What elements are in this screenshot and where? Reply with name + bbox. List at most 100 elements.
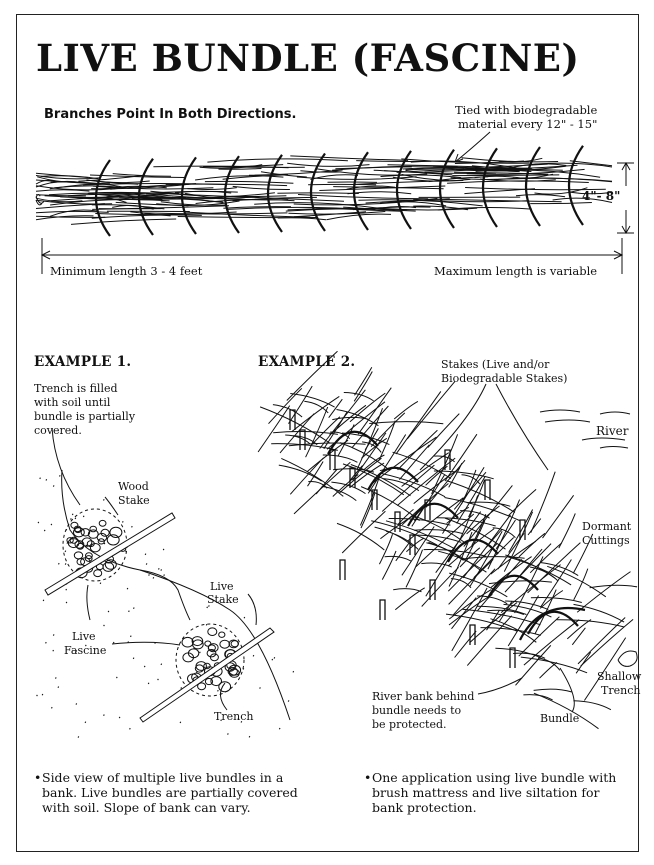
brush-stroke xyxy=(331,482,365,494)
soil-dot xyxy=(272,659,273,660)
trench-note-line2: with soil until xyxy=(34,396,110,409)
live-stake xyxy=(140,628,274,722)
soil-dot xyxy=(113,642,114,643)
soil-dot xyxy=(108,611,109,612)
bank-note-line1: River bank behind xyxy=(372,690,474,703)
branch-end xyxy=(182,637,193,647)
soil-dot xyxy=(163,549,164,550)
example1-caption: Side view of multiple live bundles in a … xyxy=(42,770,312,815)
upper-live-fascine xyxy=(63,509,127,581)
soil-dot xyxy=(148,683,149,684)
trench-note-pointer xyxy=(52,428,80,505)
soil-dot xyxy=(260,688,261,689)
tie-hoop xyxy=(397,151,411,229)
brush-stroke xyxy=(372,437,436,483)
soil-dot xyxy=(72,514,73,515)
soil-dot xyxy=(158,679,159,680)
brush-stroke xyxy=(477,596,507,604)
soil-dot xyxy=(127,588,128,589)
soil-dot xyxy=(43,600,44,601)
brush-mattress xyxy=(258,351,637,728)
tie-arrow xyxy=(455,132,490,162)
soil-dot xyxy=(128,611,129,612)
brush-stroke xyxy=(519,617,560,657)
branch-stroke xyxy=(380,202,446,206)
brush-stroke xyxy=(576,652,591,673)
bank-note-line3: be protected. xyxy=(372,718,447,731)
brush-stroke xyxy=(354,372,372,402)
soil-dot xyxy=(65,551,66,552)
live-fascine-label-2: Fascine xyxy=(64,644,106,657)
soil-dot xyxy=(86,545,87,546)
dormant-label-2: Cuttings xyxy=(582,534,630,547)
trench-note-line3: bundle is partially xyxy=(34,410,135,423)
branch-end xyxy=(110,527,122,537)
diameter-dimension xyxy=(617,163,634,233)
soil-dot xyxy=(58,564,59,565)
soil-dot xyxy=(253,656,254,657)
brush-stroke xyxy=(323,455,358,462)
soil-dot xyxy=(181,688,182,689)
brush-stroke xyxy=(281,458,343,496)
bank-soil-stipple xyxy=(37,476,294,738)
branch-end xyxy=(103,562,114,571)
soil-dot xyxy=(103,715,104,716)
soil-dot xyxy=(207,607,208,608)
shallow-label-2: Trench xyxy=(601,684,640,697)
tie-hoop xyxy=(354,152,368,230)
soil-dot xyxy=(51,708,52,709)
soil-dot xyxy=(44,530,45,531)
brush-stroke xyxy=(572,628,585,645)
branch-end xyxy=(90,526,97,532)
river-label: River xyxy=(596,425,629,438)
stake xyxy=(340,560,345,580)
brush-stroke xyxy=(577,572,630,613)
branch-end xyxy=(90,544,100,552)
soil-dot xyxy=(104,625,105,626)
branch-end xyxy=(74,552,82,559)
soil-dot xyxy=(37,695,38,696)
soil-dot xyxy=(206,625,207,626)
soil-dot xyxy=(100,583,101,584)
branch-stroke xyxy=(516,195,565,197)
example2-caption: One application using live bundle with b… xyxy=(372,770,632,815)
shallow-label-1: Shallow xyxy=(597,670,641,683)
soil-dot xyxy=(217,691,218,692)
shallow-trench-mark xyxy=(618,651,637,666)
soil-dot xyxy=(103,500,104,501)
brush-stroke xyxy=(531,472,555,533)
brush-stroke xyxy=(355,367,372,395)
soil-dot xyxy=(131,527,132,528)
soil-dot xyxy=(274,658,275,659)
soil-dot xyxy=(196,672,197,673)
branch-end xyxy=(94,570,102,577)
brush-stroke xyxy=(540,563,578,576)
soil-dot xyxy=(42,694,43,695)
tie-hoop xyxy=(569,146,583,225)
brush-stroke xyxy=(280,414,314,453)
wood-stake-label-1: Wood xyxy=(118,480,149,493)
brush-stroke xyxy=(578,618,625,664)
dormant-label-1: Dormant xyxy=(582,520,631,533)
river-waves xyxy=(540,410,630,422)
live-fascine-pointer-b xyxy=(87,585,90,620)
soil-dot xyxy=(58,687,59,688)
bank-note-line2: bundle needs to xyxy=(372,704,461,717)
brush-stroke xyxy=(375,527,413,546)
bank-pointer xyxy=(478,678,522,694)
soil-dot xyxy=(279,728,280,729)
brush-stroke xyxy=(421,563,451,567)
brush-stroke xyxy=(590,585,638,588)
branch-stroke xyxy=(290,156,408,161)
soil-dot xyxy=(59,476,60,477)
brush-stroke xyxy=(371,413,405,447)
branch-stroke xyxy=(381,175,462,178)
branch-stroke xyxy=(233,186,290,189)
brush-stroke xyxy=(543,495,574,538)
soil-dot xyxy=(75,518,76,519)
branch-stroke xyxy=(452,175,559,176)
soil-dot xyxy=(53,635,54,636)
soil-dot xyxy=(119,717,120,718)
soil-dot xyxy=(145,554,146,555)
soil-dot xyxy=(227,734,228,735)
